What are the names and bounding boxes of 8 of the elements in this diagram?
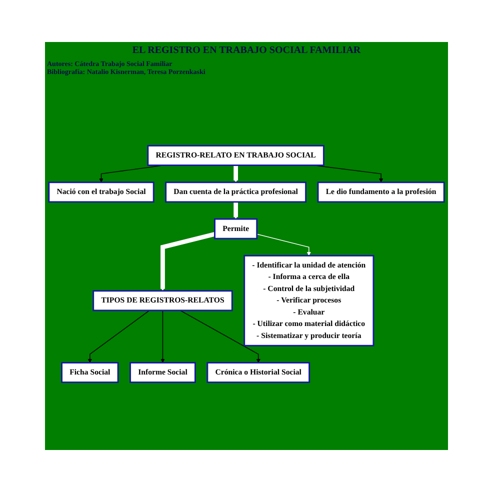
arrow [160,310,165,363]
arrow [88,310,150,363]
arrow [234,202,238,220]
arrow [180,310,260,363]
arrow [256,234,312,256]
diagram-title: EL REGISTRO EN TRABAJO SOCIAL FAMILIAR [131,45,362,56]
arrow [160,232,216,292]
arrow [234,165,238,183]
